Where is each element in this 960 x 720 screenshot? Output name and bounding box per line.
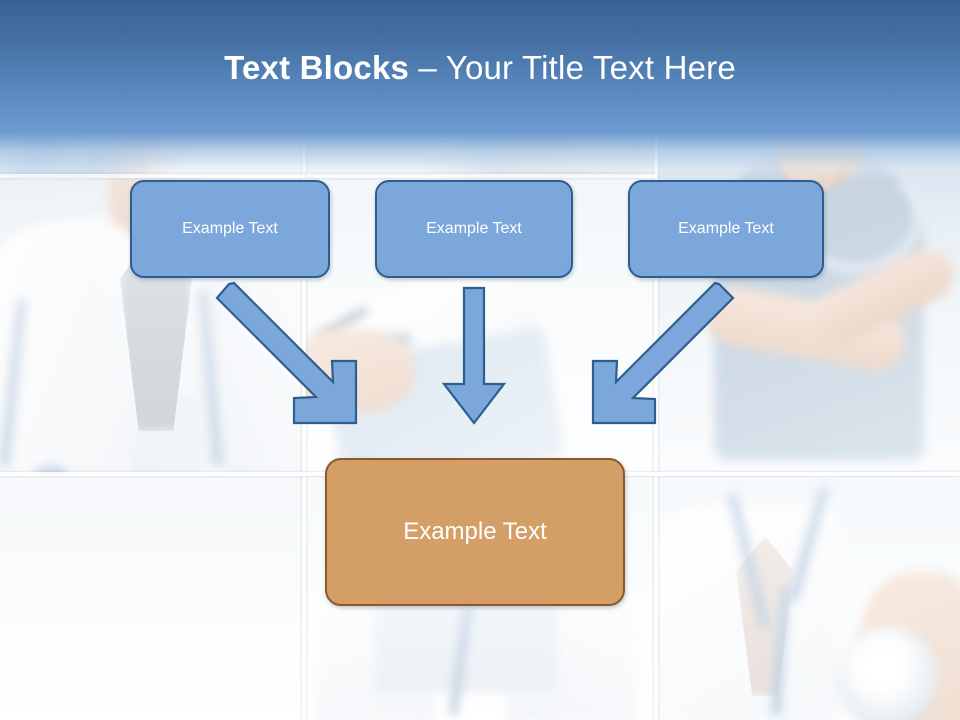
collage-cell-stethoscope-closeup: [658, 476, 960, 720]
arrow-middle-down-icon: [441, 286, 507, 425]
closeup-hand: [858, 572, 960, 720]
page-title-separator: –: [409, 49, 446, 86]
stethoscope-tube-left: [0, 297, 27, 469]
closeup-lab-coat: [658, 506, 838, 720]
collage-divider-horizontal-upper-middle: [306, 174, 656, 178]
text-block-2-label: Example Text: [426, 220, 522, 237]
page-title: Text Blocks – Your Title Text Here: [0, 48, 960, 88]
text-block-3[interactable]: Example Text: [628, 180, 824, 278]
collage-cell-bottom-left: [0, 476, 304, 720]
stethoscope-strand: [448, 605, 473, 717]
text-block-2[interactable]: Example Text: [375, 180, 573, 278]
closeup-stethoscope-tube-left: [727, 490, 770, 630]
closeup-necktie: [736, 536, 794, 696]
xray-film-large: [376, 598, 556, 692]
result-text-block[interactable]: Example Text: [325, 458, 625, 606]
nurse-forearm-upper: [804, 239, 960, 353]
text-block-1[interactable]: Example Text: [130, 180, 330, 278]
page-title-light: Your Title Text Here: [445, 49, 736, 86]
closeup-stethoscope-tube-right: [787, 485, 830, 603]
collage-divider-horizontal-upper-left: [0, 174, 306, 178]
arrow-left-down-right-icon: [215, 281, 358, 425]
text-block-1-label: Example Text: [182, 220, 278, 237]
result-text-block-label: Example Text: [403, 518, 547, 545]
page-title-strong: Text Blocks: [224, 49, 410, 86]
title-banner: [0, 0, 960, 132]
closeup-stethoscope-tube-main: [771, 585, 790, 717]
closeup-stethoscope-chestpiece: [836, 626, 938, 720]
arrow-right-down-left-icon: [591, 281, 735, 425]
text-block-3-label: Example Text: [678, 220, 774, 237]
